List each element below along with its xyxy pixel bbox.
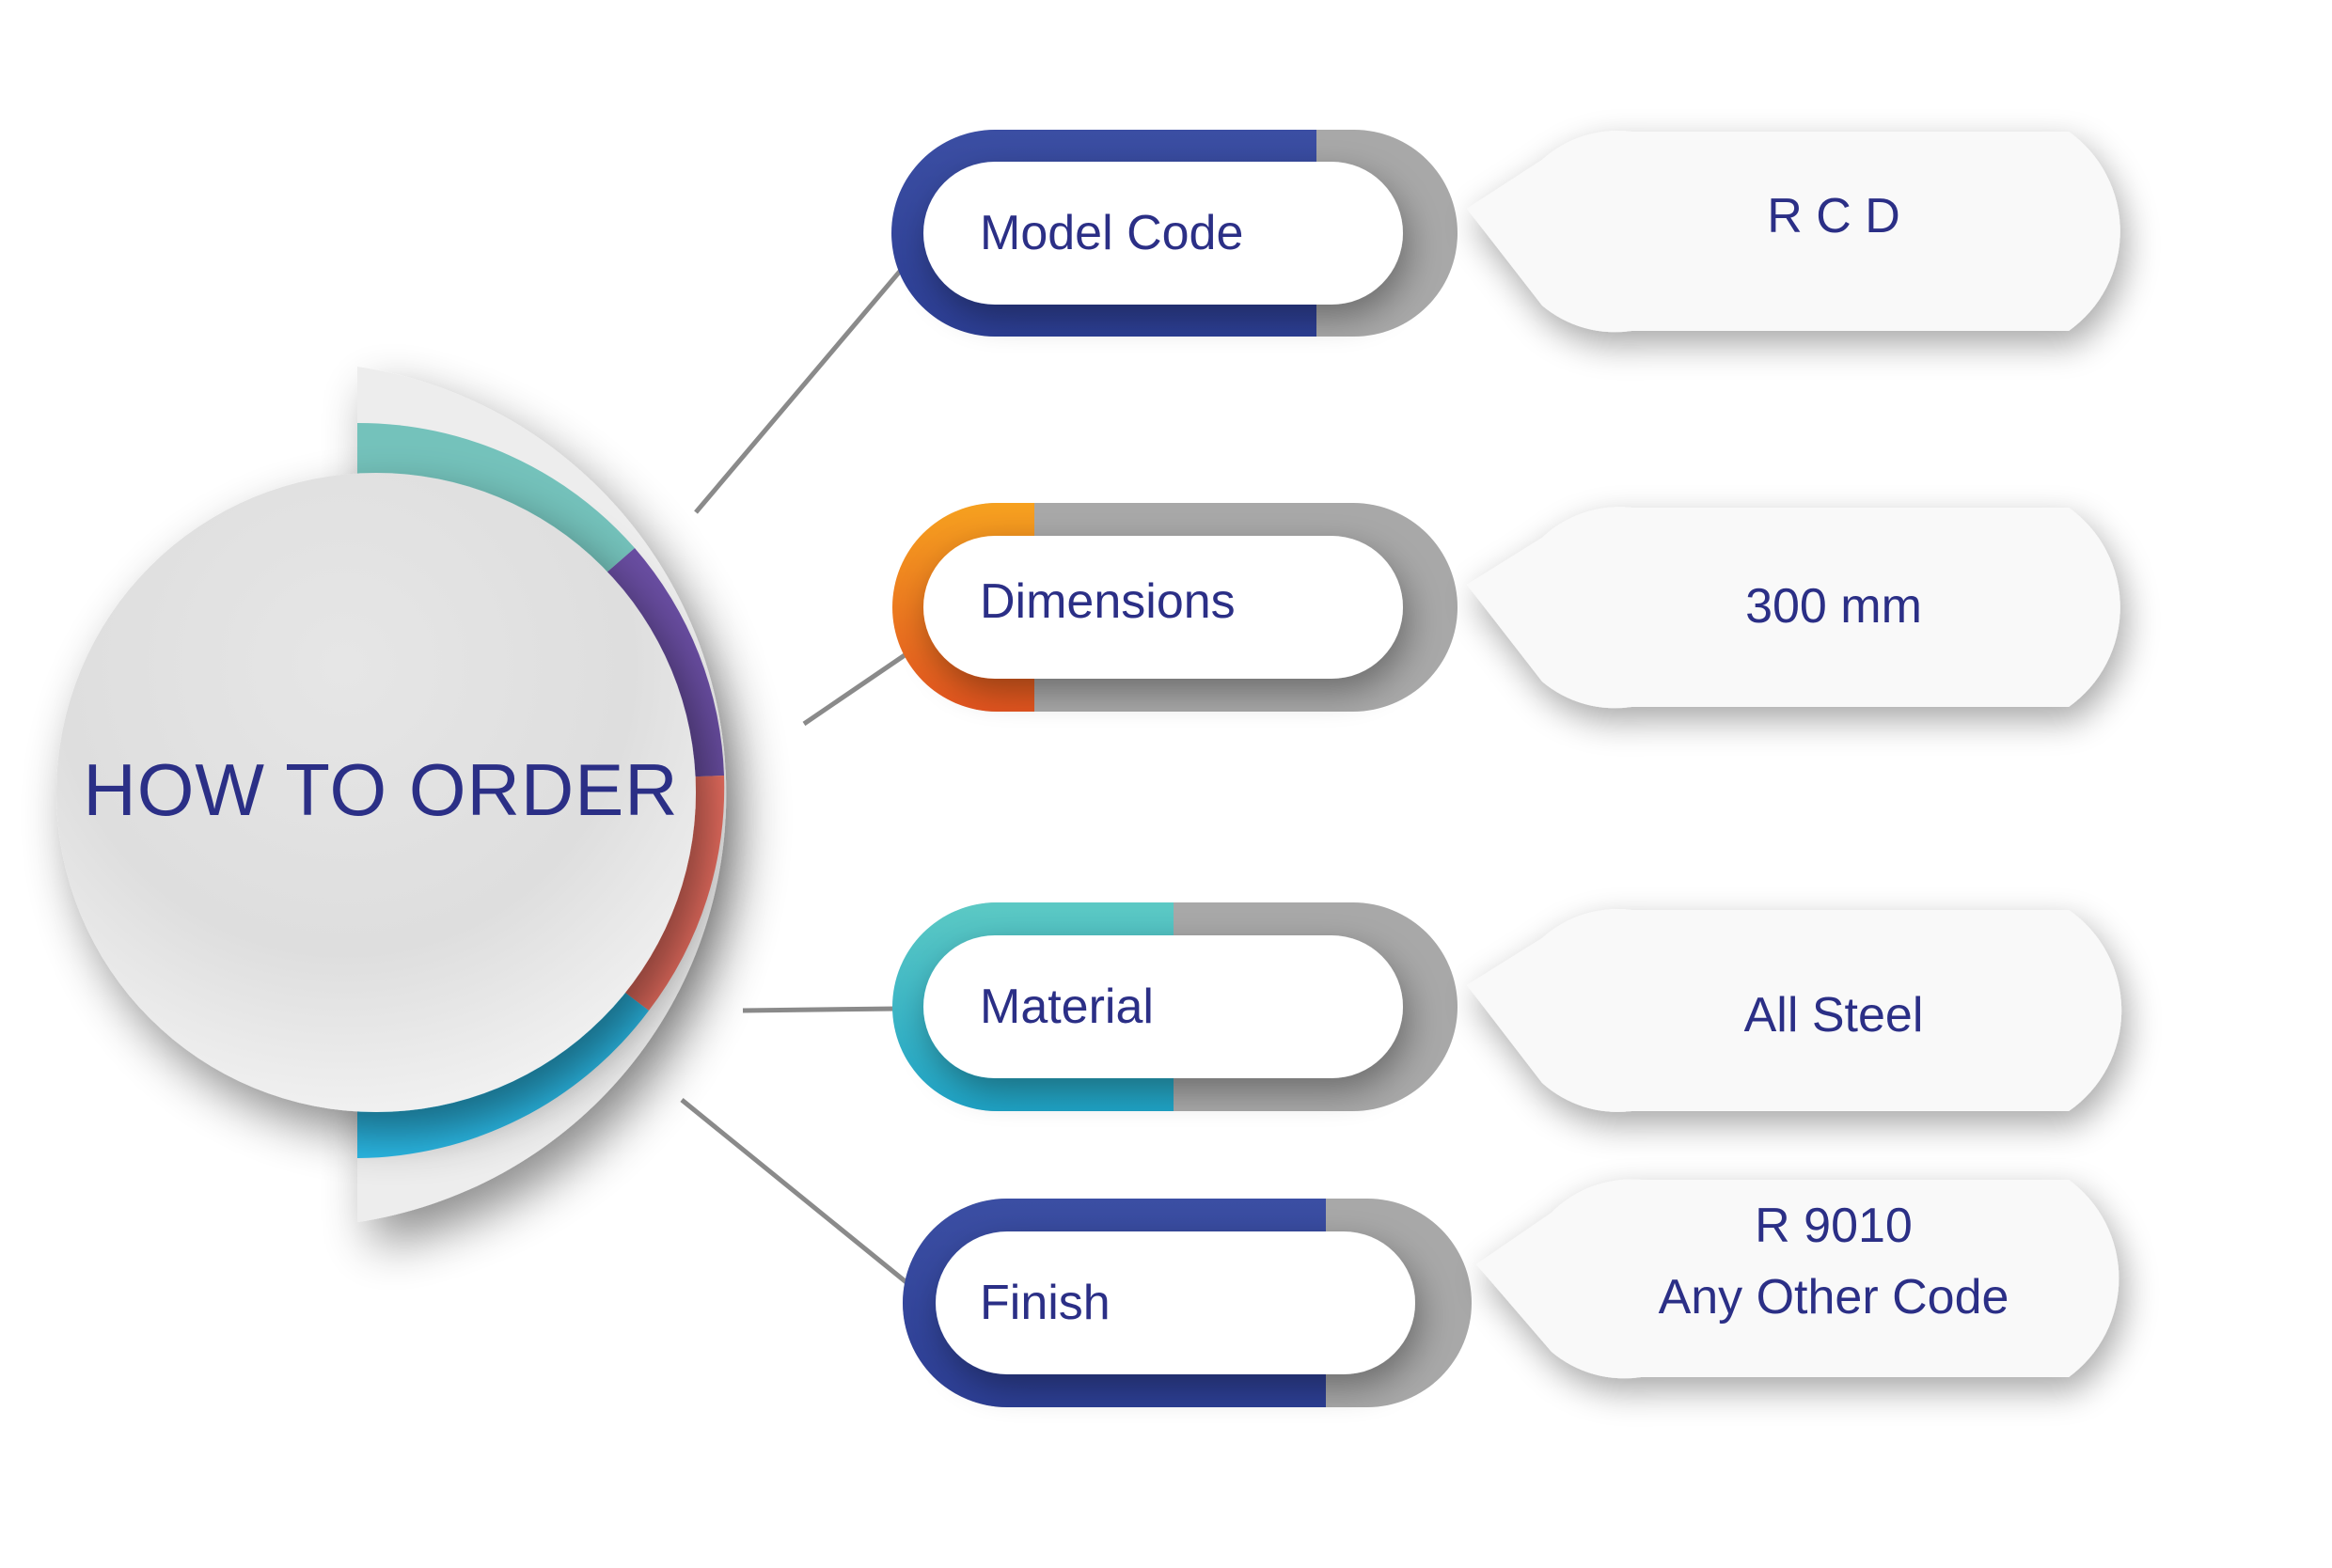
label-model-code: Model Code	[980, 206, 1244, 260]
value-bubble	[1467, 507, 2120, 709]
hub-circle	[56, 473, 696, 1112]
value-dimensions: 300 mm	[1599, 569, 2069, 644]
value-line: 300 mm	[1745, 579, 1922, 634]
value-finish: R 9010 Any Other Code	[1552, 1186, 2116, 1337]
value-line: Any Other Code	[1658, 1270, 2009, 1325]
label-finish: Finish	[980, 1276, 1111, 1330]
connector-finish	[680, 1098, 909, 1285]
label-material: Material	[980, 980, 1154, 1034]
value-bubble	[1476, 1179, 2119, 1379]
row-dimensions	[892, 503, 2120, 712]
value-line: R 9010	[1755, 1199, 1913, 1253]
row-model-code	[891, 130, 2120, 337]
connector-material	[742, 1006, 899, 1013]
value-bubble	[1467, 909, 2122, 1112]
pill-inner	[923, 536, 1403, 679]
value-model-code: R C D	[1599, 179, 2069, 254]
connector-lines	[680, 266, 909, 1285]
pill-inner	[936, 1231, 1415, 1374]
value-material: All Steel	[1599, 978, 2069, 1053]
value-line: All Steel	[1743, 988, 1924, 1043]
hub-title: HOW TO ORDER	[83, 747, 679, 831]
value-line: R C D	[1767, 189, 1900, 243]
connector-dimensions	[802, 651, 909, 727]
row-material	[892, 902, 2122, 1112]
label-dimensions: Dimensions	[980, 574, 1236, 629]
value-bubble	[1467, 131, 2120, 333]
pill-inner	[923, 935, 1403, 1078]
row-finish	[903, 1179, 2119, 1407]
connector-model-code	[694, 266, 905, 514]
pill-inner	[923, 162, 1403, 305]
